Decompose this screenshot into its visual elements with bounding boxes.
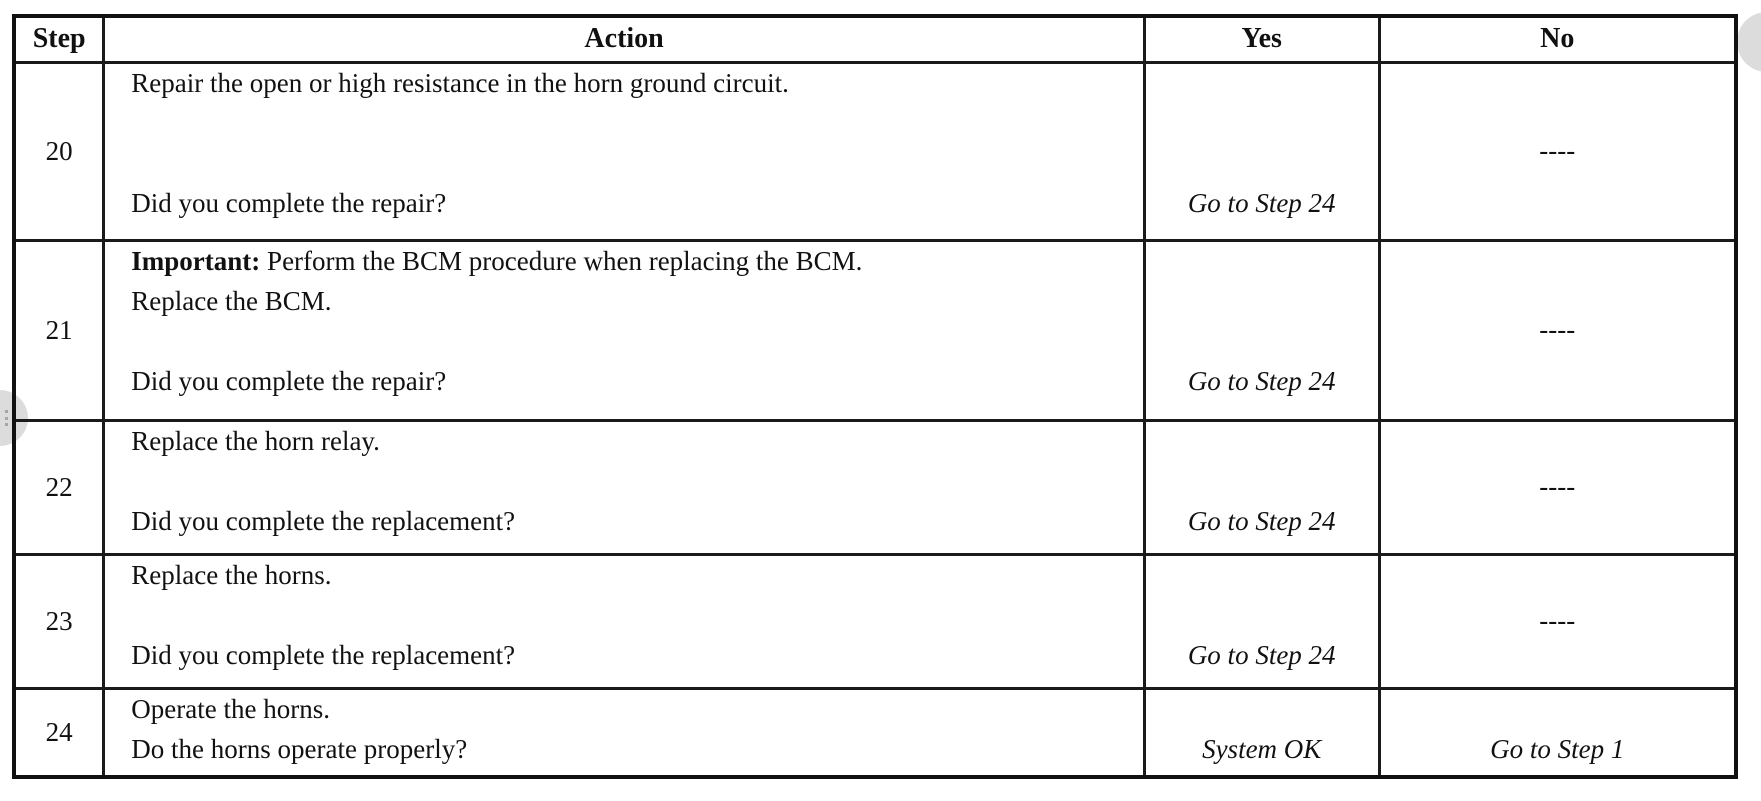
no-value: ---- [1539,471,1576,502]
action-cell: Important: Perform the BCM procedure whe… [102,238,1146,422]
yes-value: System OK [1202,733,1322,764]
action-text: Replace the horns. [131,559,332,590]
right-scroll-handle[interactable] [1737,12,1761,72]
no-value: ---- [1539,135,1576,166]
important-note: Important: Perform the BCM procedure whe… [131,246,862,277]
no-link[interactable]: Go to Step 1 [1490,733,1625,764]
step-number: 21 [12,238,106,422]
action-question: Did you complete the repair? [131,365,447,396]
action-text: Replace the BCM. [131,285,332,316]
header-no: No [1377,14,1738,64]
step-number: 24 [12,686,106,779]
table-row: 23 Replace the horns. Did you complete t… [12,552,1738,690]
step-number: 23 [12,552,106,690]
yes-cell: System OK [1142,686,1381,779]
yes-link[interactable]: Go to Step 24 [1187,505,1336,536]
yes-cell: Go to Step 24 [1142,552,1381,690]
table-row: 22 Replace the horn relay. Did you compl… [12,418,1738,556]
grip-dots-icon [5,410,12,426]
no-cell: Go to Step 1 [1377,686,1738,779]
yes-link[interactable]: Go to Step 24 [1187,639,1336,670]
table-row: 24 Operate the horns. Do the horns opera… [12,686,1738,779]
no-cell: ---- [1377,238,1738,422]
action-question: Did you complete the replacement? [131,505,516,536]
step-number: 22 [12,418,106,556]
yes-link[interactable]: Go to Step 24 [1187,187,1336,218]
table-row: 20 Repair the open or high resistance in… [12,60,1738,242]
action-question: Did you complete the repair? [131,187,447,218]
action-text: Replace the horn relay. [131,425,380,456]
header-action: Action [102,14,1146,64]
action-text: Repair the open or high resistance in th… [131,67,789,98]
action-cell: Replace the horns. Did you complete the … [102,552,1146,690]
yes-link[interactable]: Go to Step 24 [1187,365,1336,396]
step-number: 20 [12,60,106,242]
action-text: Operate the horns. [131,693,330,724]
no-value: ---- [1539,314,1576,345]
action-question: Do the horns operate properly? [131,733,468,764]
table-row: 21 Important: Perform the BCM procedure … [12,238,1738,422]
table-header-row: Step Action Yes No [12,14,1738,64]
header-step: Step [12,14,106,64]
action-question: Did you complete the replacement? [131,639,516,670]
no-cell: ---- [1377,552,1738,690]
important-label: Important: [131,245,261,276]
action-cell: Operate the horns. Do the horns operate … [102,686,1146,779]
yes-cell: Go to Step 24 [1142,418,1381,556]
yes-cell: Go to Step 24 [1142,238,1381,422]
no-cell: ---- [1377,418,1738,556]
important-text: Perform the BCM procedure when replacing… [260,245,863,276]
no-value: ---- [1539,605,1576,636]
action-cell: Repair the open or high resistance in th… [102,60,1146,242]
diagnostic-table: Step Action Yes No 20 Repair the open or… [12,14,1738,779]
no-cell: ---- [1377,60,1738,242]
yes-cell: Go to Step 24 [1142,60,1381,242]
action-cell: Replace the horn relay. Did you complete… [102,418,1146,556]
header-yes: Yes [1142,14,1381,64]
